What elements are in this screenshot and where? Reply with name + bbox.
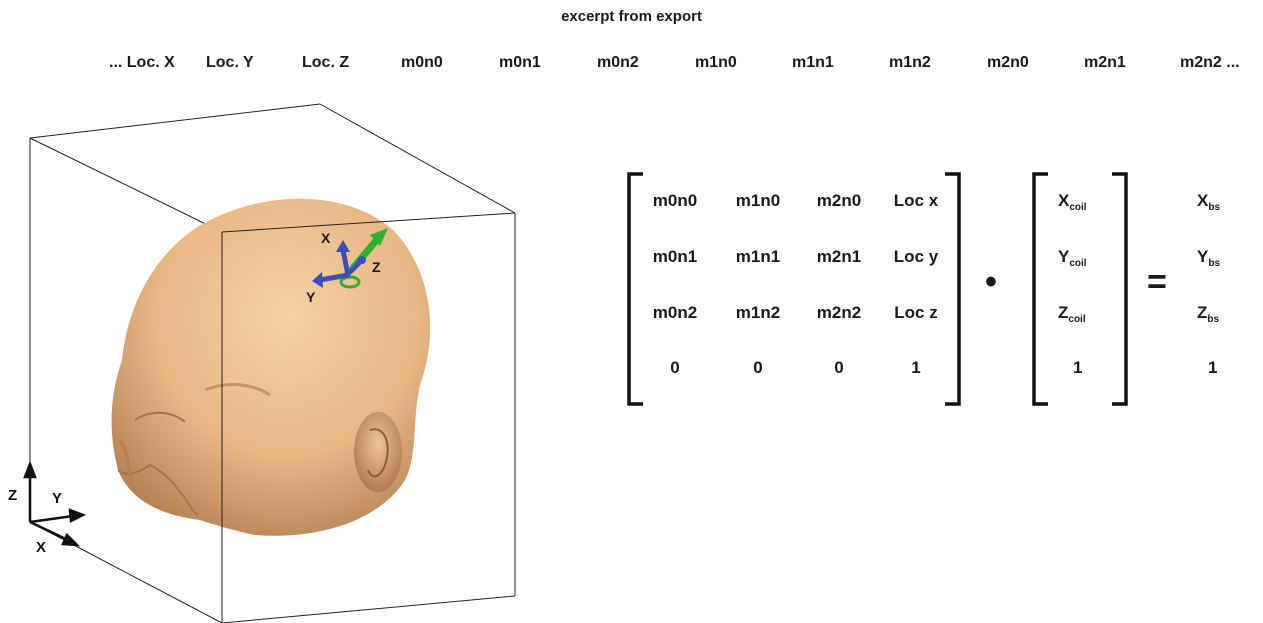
column-header: m1n0 bbox=[695, 54, 737, 71]
coil-vector-entry: 1 bbox=[1073, 358, 1083, 377]
matrix-cell: Loc x bbox=[893, 191, 939, 210]
column-header: m2n2 ... bbox=[1180, 54, 1240, 71]
dot-operator: • bbox=[985, 263, 997, 301]
world-axis-z-label: Z bbox=[8, 487, 17, 504]
world-axis-x-label: X bbox=[36, 539, 46, 556]
bs-vector-entry: Xbs bbox=[1197, 191, 1221, 213]
bs-vector-entry: Zbs bbox=[1197, 303, 1220, 325]
head-illustration: X Y Z Z Y X bbox=[8, 103, 516, 623]
bounding-box bbox=[29, 103, 516, 623]
matrix-cell: m2n2 bbox=[816, 303, 862, 322]
column-header: m1n2 bbox=[889, 54, 931, 71]
matrix-cell: m1n1 bbox=[735, 247, 781, 266]
coil-marker: X Y Z bbox=[306, 228, 388, 305]
matrix-cell: 0 bbox=[834, 358, 844, 377]
coil-axis-z-label: Z bbox=[372, 259, 381, 275]
column-header: m0n0 bbox=[401, 54, 443, 71]
matrix-left-bracket bbox=[627, 172, 643, 406]
matrix-cell: m0n0 bbox=[652, 191, 698, 210]
column-header: m0n1 bbox=[499, 54, 541, 71]
matrix-cell: m2n0 bbox=[816, 191, 862, 210]
bs-vector-entry: 1 bbox=[1208, 358, 1218, 377]
matrix-cell: m0n1 bbox=[652, 247, 698, 266]
column-header: m1n1 bbox=[792, 54, 834, 71]
world-axes bbox=[23, 460, 87, 547]
coil-axis-y-label: Y bbox=[306, 289, 316, 305]
column-header: m0n2 bbox=[597, 54, 639, 71]
coil-vector-entry: Xcoil bbox=[1058, 191, 1087, 213]
matrix-cell: m1n2 bbox=[735, 303, 781, 322]
column-header: m2n1 bbox=[1084, 54, 1126, 71]
world-axis-y-label: Y bbox=[52, 490, 62, 507]
matrix-cell: Loc y bbox=[893, 247, 939, 266]
bounding-box-top-edge bbox=[221, 212, 516, 233]
matrix-cell: 0 bbox=[670, 358, 680, 377]
head-model bbox=[111, 198, 431, 536]
figure-title: excerpt from export bbox=[561, 8, 702, 25]
matrix-cell: Loc z bbox=[894, 303, 938, 322]
column-header: m2n0 bbox=[987, 54, 1029, 71]
column-header: ... Loc. X bbox=[109, 54, 175, 71]
matrix-cell: m1n0 bbox=[735, 191, 781, 210]
coil-axis-x-label: X bbox=[321, 230, 331, 246]
matrix-cell: 0 bbox=[753, 358, 763, 377]
coil-vector-left-bracket bbox=[1032, 172, 1048, 406]
matrix-cell: m2n1 bbox=[816, 247, 862, 266]
bs-vector-entry: Ybs bbox=[1197, 247, 1221, 269]
matrix-cell: 1 bbox=[911, 358, 921, 377]
matrix-right-bracket bbox=[945, 172, 961, 406]
coil-vector-entry: Ycoil bbox=[1058, 247, 1087, 269]
equals-operator: = bbox=[1147, 263, 1167, 301]
matrix-cell: m0n2 bbox=[652, 303, 698, 322]
column-header: Loc. Z bbox=[302, 54, 350, 71]
column-header: Loc. Y bbox=[206, 54, 254, 71]
coil-vector-right-bracket bbox=[1112, 172, 1128, 406]
coil-vector-entry: Zcoil bbox=[1058, 303, 1086, 325]
